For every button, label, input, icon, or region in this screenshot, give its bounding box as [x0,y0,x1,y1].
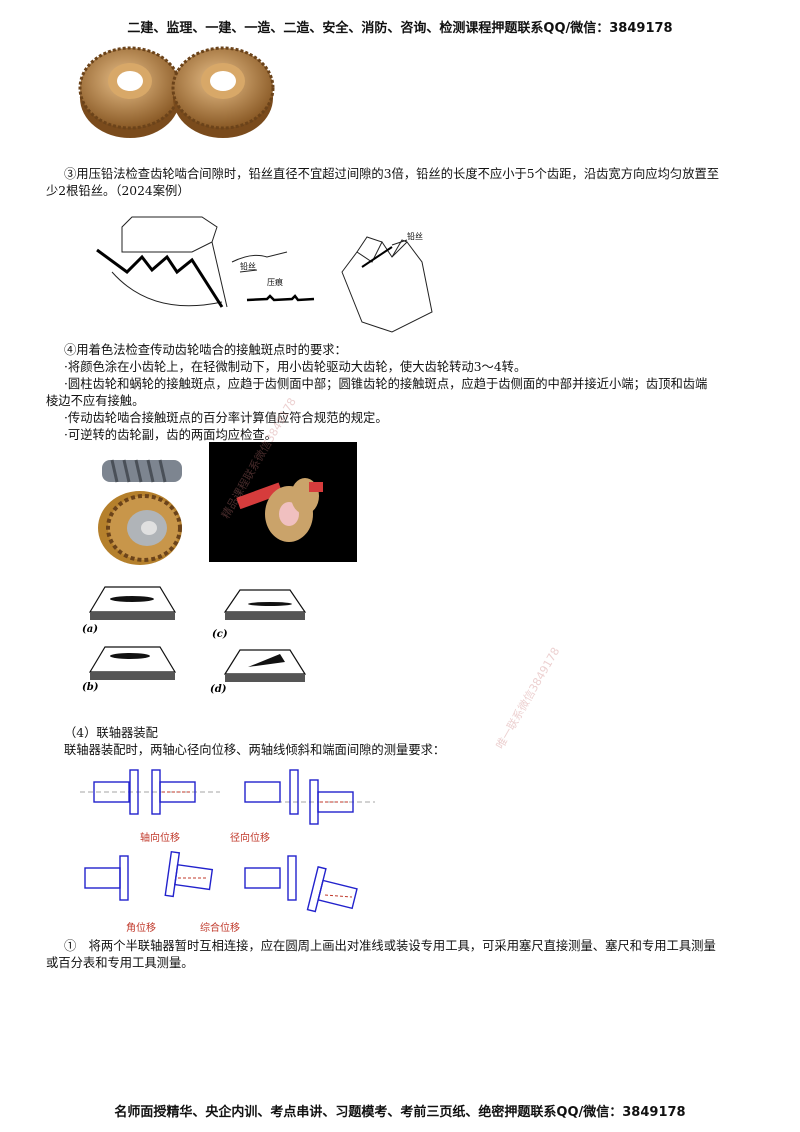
para-color-method-item-1: ·将颜色涂在小齿轮上，在轻微制动下，用小齿轮驱动大齿轮，使大齿轮转动3～4转。 [64,360,527,374]
section-coupling-desc: 联轴器装配时，两轴心径向位移、两轴线倾斜和端面间隙的测量要求： [64,743,446,757]
contact-label-d: (d) [210,684,227,695]
para-color-method-item-3: ·传动齿轮啮合接触斑点的百分率计算值应符合规范的规定。 [64,411,388,425]
contact-label-b: (b) [82,682,99,693]
coupling-label-axial: 轴向位移 [140,833,180,844]
spur-gears-image [78,46,275,138]
para-color-method-item-2: ·圆柱齿轮和蜗轮的接触斑点，应趋于齿侧面中部；圆锥齿轮的接触斑点，应趋于齿侧面的… [64,377,708,391]
section-coupling-title: （4）联轴器装配 [64,726,158,740]
para-lead-method-line1: ③用压铅法检查齿轮啮合间隙时，铅丝直径不宜超过间隙的3倍，铅丝的长度不应小于5个… [64,167,720,181]
contact-pattern-figures: (a) (b) (c) (d) [82,586,307,695]
page-header: 二建、监理、一建、一造、二造、安全、消防、咨询、检测课程押题联系QQ/微信：38… [127,21,673,36]
para-coupling-measure-line1: ① 将两个半联轴器暂时互相连接，应在圆周上画出对准线或装设专用工具，可采用塞尺直… [64,939,716,953]
worm-gear-image [98,459,182,565]
para-color-method-item-2b: 棱边不应有接触。 [46,394,145,408]
para-color-method-title: ④用着色法检查传动齿轮啮合的接触斑点时的要求： [64,343,347,357]
coupling-label-radial: 径向位移 [230,833,270,844]
coupling-displacement-diagrams [80,769,375,913]
para-color-method-item-4: ·可逆转的齿轮副，齿的两面均应检查。 [64,428,277,442]
page-footer: 名师面授精华、央企内训、考点串讲、习题模考、考前三页纸、绝密押题联系QQ/微信：… [114,1105,686,1120]
para-lead-method-line2: 少2根铅丝。（2024案例） [46,184,190,198]
para-coupling-measure-line2: 或百分表和专用工具测量。 [46,956,194,970]
pressed-mark-label: 压痕 [267,277,283,287]
lead-wire-label-b: 铅丝 [407,231,423,241]
coupling-label-angular: 角位移 [126,923,156,934]
lead-wire-diagram: 铅丝 压痕 铅丝 [96,216,433,333]
watermark-2: 唯一联系微信3849178 [493,645,563,752]
coupling-label-combined: 综合位移 [200,923,240,934]
lead-wire-label-a: 铅丝 [240,261,256,271]
contact-label-c: (c) [212,629,228,640]
bevel-gear-image [209,442,357,562]
contact-label-a: (a) [82,624,98,635]
